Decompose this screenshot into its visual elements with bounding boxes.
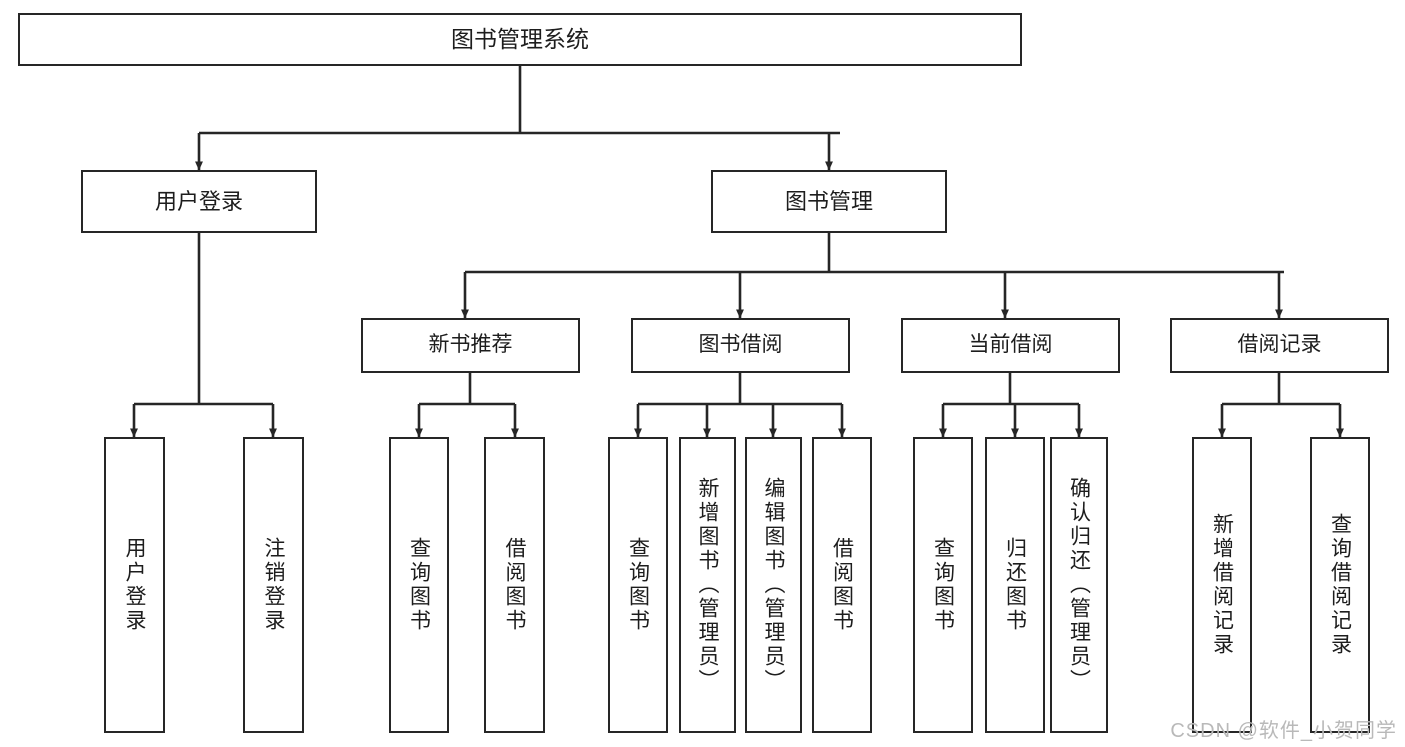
node-label: 用户登录 [154, 188, 243, 214]
node-label: 图书借阅 [698, 333, 783, 357]
node-label: 借阅记录 [1237, 333, 1322, 357]
node-label: 当前借阅 [968, 333, 1053, 357]
node-label: 图书管理 [784, 188, 873, 214]
node-label: 查询图书 [931, 537, 955, 633]
node-leaf-query-book-1[interactable]: 查询图书 [389, 437, 449, 733]
node-new-book-rec[interactable]: 新书推荐 [361, 318, 580, 373]
node-leaf-user-login[interactable]: 用户登录 [104, 437, 165, 733]
node-current-borrow[interactable]: 当前借阅 [901, 318, 1120, 373]
node-label: 查询图书 [626, 537, 650, 633]
node-leaf-logout[interactable]: 注销登录 [243, 437, 304, 733]
node-label: 查询借阅记录 [1328, 513, 1352, 657]
node-leaf-query-book-2[interactable]: 查询图书 [608, 437, 668, 733]
node-book-manage[interactable]: 图书管理 [711, 170, 947, 233]
node-leaf-edit-book[interactable]: 编辑图书（管理员） [745, 437, 802, 733]
node-label: 用户登录 [123, 537, 146, 633]
node-leaf-add-record[interactable]: 新增借阅记录 [1192, 437, 1252, 733]
node-label: 新书推荐 [428, 333, 513, 357]
node-label: 图书管理系统 [451, 26, 589, 53]
node-leaf-borrow-book-1[interactable]: 借阅图书 [484, 437, 545, 733]
node-user-login[interactable]: 用户登录 [81, 170, 317, 233]
node-borrow-record[interactable]: 借阅记录 [1170, 318, 1389, 373]
node-leaf-borrow-book-2[interactable]: 借阅图书 [812, 437, 872, 733]
node-book-borrow[interactable]: 图书借阅 [631, 318, 850, 373]
node-label: 借阅图书 [503, 537, 526, 633]
node-leaf-return-book[interactable]: 归还图书 [985, 437, 1045, 733]
node-label: 编辑图书（管理员） [762, 477, 785, 693]
node-root[interactable]: 图书管理系统 [18, 13, 1022, 66]
node-label: 查询图书 [407, 537, 431, 633]
node-leaf-query-record[interactable]: 查询借阅记录 [1310, 437, 1370, 733]
node-label: 新增图书（管理员） [696, 477, 719, 693]
node-label: 确认归还（管理员） [1067, 477, 1091, 693]
node-label: 借阅图书 [830, 537, 854, 633]
node-label: 新增借阅记录 [1210, 513, 1234, 657]
node-label: 归还图书 [1003, 537, 1027, 633]
node-leaf-query-book-3[interactable]: 查询图书 [913, 437, 973, 733]
node-label: 注销登录 [262, 537, 285, 633]
node-leaf-add-book[interactable]: 新增图书（管理员） [679, 437, 736, 733]
node-leaf-confirm-return[interactable]: 确认归还（管理员） [1050, 437, 1108, 733]
